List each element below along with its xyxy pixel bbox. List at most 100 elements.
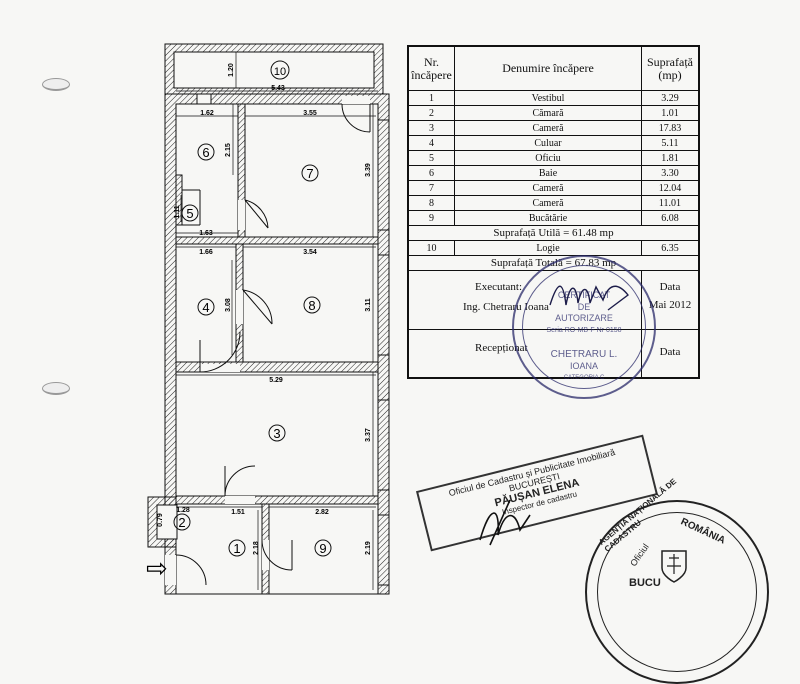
- table-cell-area: 1.81: [641, 150, 699, 166]
- dim-room9-width: 2.82: [315, 509, 329, 516]
- dim-room7-width: 3.55: [303, 110, 317, 117]
- table-cell-nr: 5: [408, 150, 455, 166]
- table-cell-area: 6.08: [641, 210, 699, 226]
- stamp-cert-name1: CHETRARU L.: [550, 349, 618, 360]
- stamp-cert-series: Seria RO-MB-F Nr 0158: [546, 327, 622, 334]
- table-cell-area: 17.83: [641, 120, 699, 136]
- table-cell-name: Cameră: [454, 120, 642, 136]
- floor-plan: 1.20 5.43 1.62 3.55 2.15 3.39 1.11 1.63 …: [146, 43, 390, 595]
- binder-hole-top: [42, 78, 70, 91]
- loggia-row: 10 Logie 6.35: [408, 240, 699, 256]
- dim-total-width: 5.43: [271, 85, 285, 92]
- table-header-row: Nr. încăpere Denumire încăpere Suprafață…: [408, 46, 699, 91]
- dim-room1-width: 1.51: [231, 509, 245, 516]
- dim-room2-width: 1.28: [176, 507, 190, 514]
- table-cell-name: Cameră: [454, 195, 642, 211]
- table-cell-name: Cameră: [454, 180, 642, 196]
- table-cell-name: Baie: [454, 165, 642, 181]
- table-cell-nr: 10: [408, 240, 455, 256]
- table-cell-name: Logie: [454, 240, 642, 256]
- stamp-cert-de: DE: [577, 302, 591, 312]
- dim-room3-depth: 3.37: [365, 428, 372, 442]
- dim-room5-width: 1.63: [199, 230, 213, 237]
- table-cell-area: 5.11: [641, 135, 699, 151]
- svg-text:9: 9: [319, 541, 326, 556]
- room-2-label: 2: [173, 513, 191, 531]
- dim-room2-depth: 0.79: [157, 513, 164, 527]
- stamp-cert-name2: IOANA: [569, 361, 598, 371]
- room-4-label: 4: [197, 298, 215, 316]
- table-cell-name: Oficiu: [454, 150, 642, 166]
- stamp-cert-cat: CATEGORIA C: [563, 375, 605, 381]
- useful-area-row: Suprafață Utilă = 61.48 mp: [408, 225, 699, 241]
- table-cell-nr: 8: [408, 195, 455, 211]
- data-label: Data: [659, 281, 681, 293]
- stamp-cert-autorizare: AUTORIZARE: [555, 313, 613, 323]
- table-cell-nr: 4: [408, 135, 455, 151]
- dim-room6-depth: 2.15: [225, 143, 232, 157]
- table-cell-area: 11.01: [641, 195, 699, 211]
- dim-room8-width: 3.54: [303, 249, 317, 256]
- header-room-number: Nr. încăpere: [408, 46, 455, 91]
- table-cell-name: Cămară: [454, 105, 642, 121]
- inspector-signature: [479, 499, 531, 546]
- dim-room9-depth: 2.19: [365, 541, 372, 555]
- executant-signature: [549, 285, 629, 311]
- table-cell-nr: 7: [408, 180, 455, 196]
- dim-room3-width: 5.29: [269, 377, 283, 384]
- room-10-label: 10: [270, 60, 290, 80]
- bucur-text: BUCU: [629, 577, 661, 589]
- svg-text:10: 10: [274, 66, 286, 78]
- stamp-cert-top: CERTIFICAT: [557, 290, 611, 300]
- room-9-label: 9: [314, 539, 332, 557]
- table-cell-area: 12.04: [641, 180, 699, 196]
- room-8-label: 8: [303, 296, 321, 314]
- table-cell-area: 6.35: [641, 240, 699, 256]
- dim-room8-depth: 3.11: [365, 298, 372, 311]
- header-area: Suprafață (mp): [641, 46, 699, 91]
- table-cell-nr: 6: [408, 165, 455, 181]
- table-cell-area: 3.29: [641, 90, 699, 106]
- coat-of-arms-icon: [661, 550, 687, 583]
- table-cell-nr: 3: [408, 120, 455, 136]
- dim-room7-depth: 3.39: [365, 163, 372, 177]
- table-cell-nr: 2: [408, 105, 455, 121]
- room-3-label: 3: [268, 424, 286, 442]
- dim-room4-depth: 3.08: [225, 298, 232, 312]
- agency-seal: AGENȚIA NAȚIONALĂ DE CADASTRU ROMÂNIA Of…: [585, 477, 769, 684]
- table-cell-nr: 1: [408, 90, 455, 106]
- header-room-name: Denumire încăpere: [454, 46, 642, 91]
- table-cell-name: Culuar: [454, 135, 642, 151]
- svg-text:3: 3: [273, 426, 280, 441]
- binder-hole-bottom: [42, 382, 70, 395]
- dim-room1-depth: 2.18: [253, 541, 260, 555]
- table-cell-area: 3.30: [641, 165, 699, 181]
- executant-label: Executant:: [475, 281, 523, 293]
- table-cell-name: Bucătărie: [454, 210, 642, 226]
- room-1-label: 1: [228, 539, 246, 557]
- dim-room4-width: 1.66: [199, 249, 213, 256]
- svg-text:1: 1: [233, 541, 240, 556]
- entrance-arrow-icon: ⇨: [146, 554, 168, 584]
- dim-room6-width: 1.62: [200, 110, 214, 117]
- table-cell-name: Vestibul: [454, 90, 642, 106]
- room-7-label: 7: [301, 164, 319, 182]
- svg-text:7: 7: [306, 166, 313, 181]
- svg-text:2: 2: [178, 515, 185, 530]
- table-cell-nr: 9: [408, 210, 455, 226]
- certificate-stamp: CERTIFICAT DE AUTORIZARE Seria RO-MB-F N…: [512, 255, 656, 399]
- room-6-label: 6: [197, 143, 215, 161]
- table-cell-area: 1.01: [641, 105, 699, 121]
- useful-area: Suprafață Utilă = 61.48 mp: [408, 225, 699, 241]
- dim-loggia-depth: 1.20: [228, 63, 235, 77]
